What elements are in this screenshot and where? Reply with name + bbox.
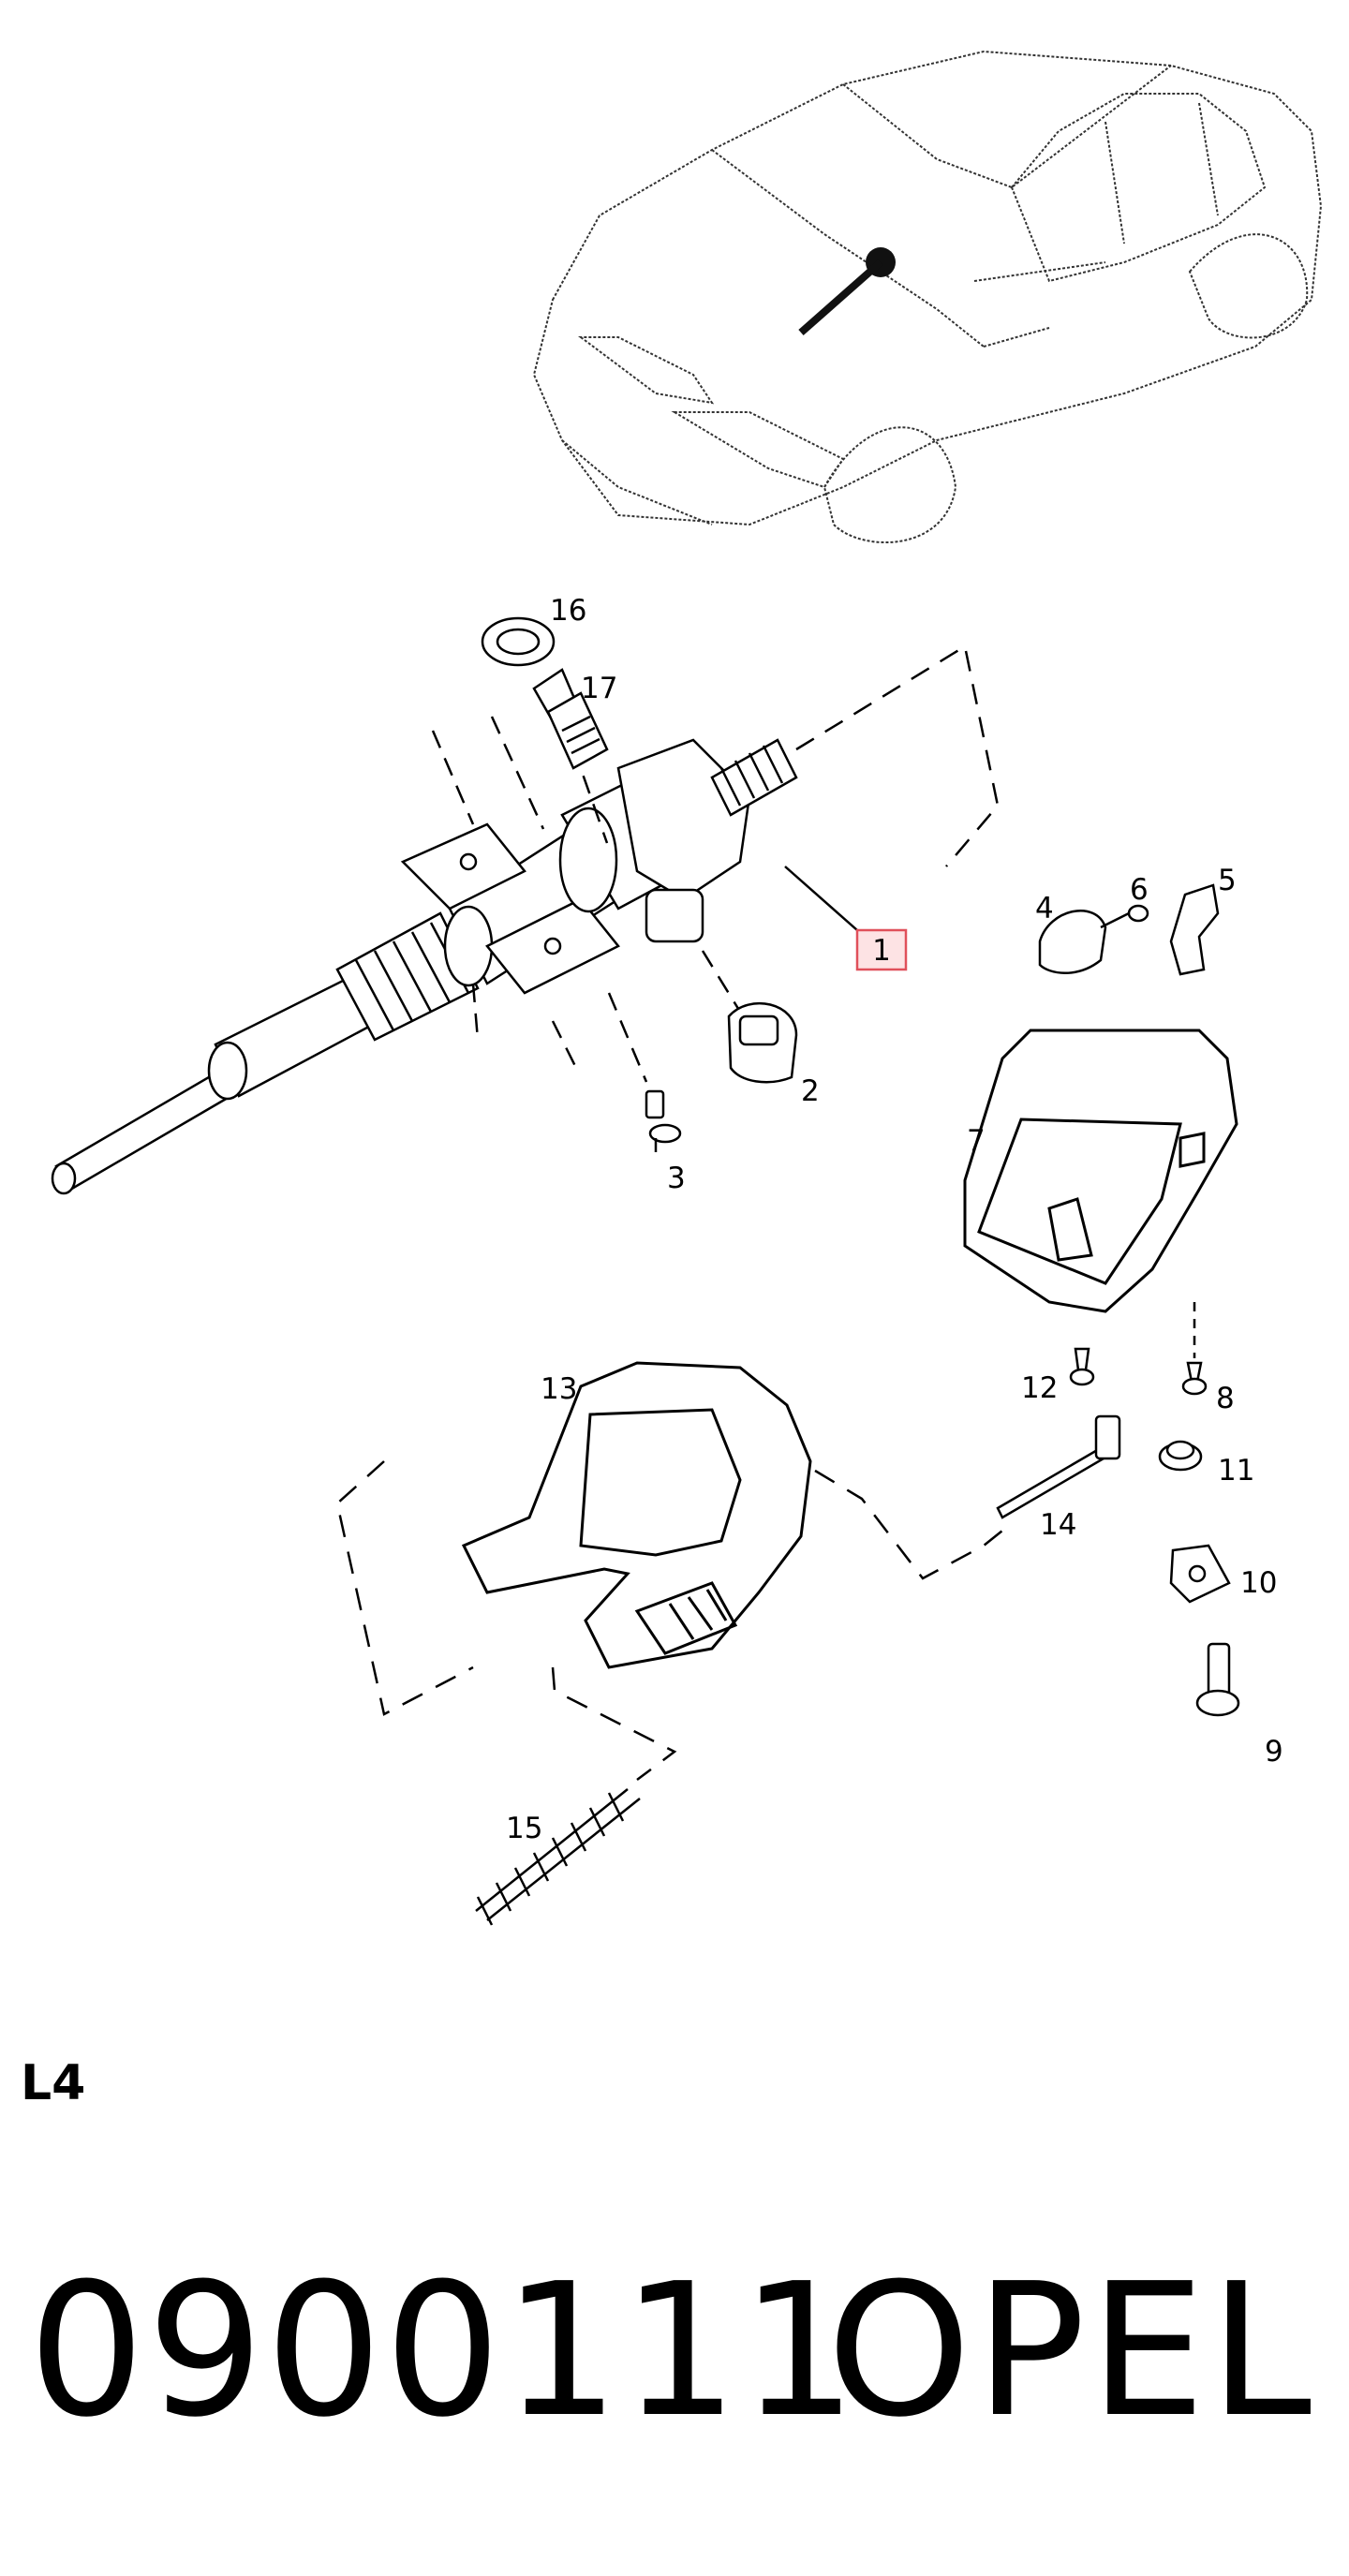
part-15-spring bbox=[475, 1788, 641, 1926]
car-steering-marker bbox=[798, 247, 896, 335]
callout-1-highlight-box bbox=[855, 928, 908, 971]
callout-2[interactable]: 2 bbox=[801, 1074, 820, 1108]
callout-12[interactable]: 12 bbox=[1021, 1371, 1058, 1405]
part-8-screw bbox=[1181, 1361, 1208, 1396]
callout-5[interactable]: 5 bbox=[1218, 864, 1237, 897]
part-2-switch bbox=[727, 1001, 798, 1084]
callout-13[interactable]: 13 bbox=[541, 1372, 577, 1406]
brand-name: OPEL bbox=[826, 2244, 1315, 2458]
callout-1[interactable]: 1 bbox=[855, 928, 908, 971]
callout-3[interactable]: 3 bbox=[667, 1162, 686, 1195]
part-17-lock-cylinder bbox=[532, 668, 609, 770]
part-3-bolt bbox=[645, 1089, 682, 1152]
steering-column-assembly bbox=[51, 738, 798, 1195]
part-11-nut bbox=[1158, 1440, 1203, 1472]
callout-17[interactable]: 17 bbox=[581, 672, 617, 705]
footer: 0900111 OPEL bbox=[0, 2248, 1349, 2454]
part-7-upper-shroud bbox=[963, 1029, 1238, 1313]
section-code: L4 bbox=[21, 2055, 86, 2111]
part-9-bolt bbox=[1195, 1642, 1240, 1717]
callout-16[interactable]: 16 bbox=[550, 594, 586, 628]
callout-14[interactable]: 14 bbox=[1040, 1508, 1076, 1542]
part-number: 0900111 bbox=[28, 2244, 859, 2458]
callout-15[interactable]: 15 bbox=[506, 1812, 542, 1845]
part-5-clip bbox=[1169, 883, 1220, 976]
part-6-screw bbox=[1100, 904, 1149, 929]
callout-4[interactable]: 4 bbox=[1035, 892, 1054, 925]
callout-9[interactable]: 9 bbox=[1265, 1735, 1283, 1769]
part-4-knob bbox=[1038, 910, 1107, 974]
callout-11[interactable]: 11 bbox=[1218, 1454, 1254, 1488]
callout-6[interactable]: 6 bbox=[1130, 873, 1149, 907]
car-illustration bbox=[532, 50, 1323, 544]
part-10-clip-nut bbox=[1169, 1544, 1231, 1604]
part-13-lower-shroud bbox=[461, 1361, 812, 1669]
callout-10[interactable]: 10 bbox=[1240, 1566, 1277, 1600]
callout-1-label: 1 bbox=[872, 934, 891, 968]
part-14-pin bbox=[996, 1414, 1121, 1519]
part-16-seal bbox=[481, 616, 556, 667]
parts-diagram: 1 2 3 4 5 6 7 8 9 10 11 12 13 14 15 16 1… bbox=[51, 50, 1323, 1926]
callout-8[interactable]: 8 bbox=[1216, 1382, 1235, 1415]
callout-7[interactable]: 7 bbox=[967, 1124, 986, 1158]
part-12-screw bbox=[1069, 1347, 1095, 1386]
